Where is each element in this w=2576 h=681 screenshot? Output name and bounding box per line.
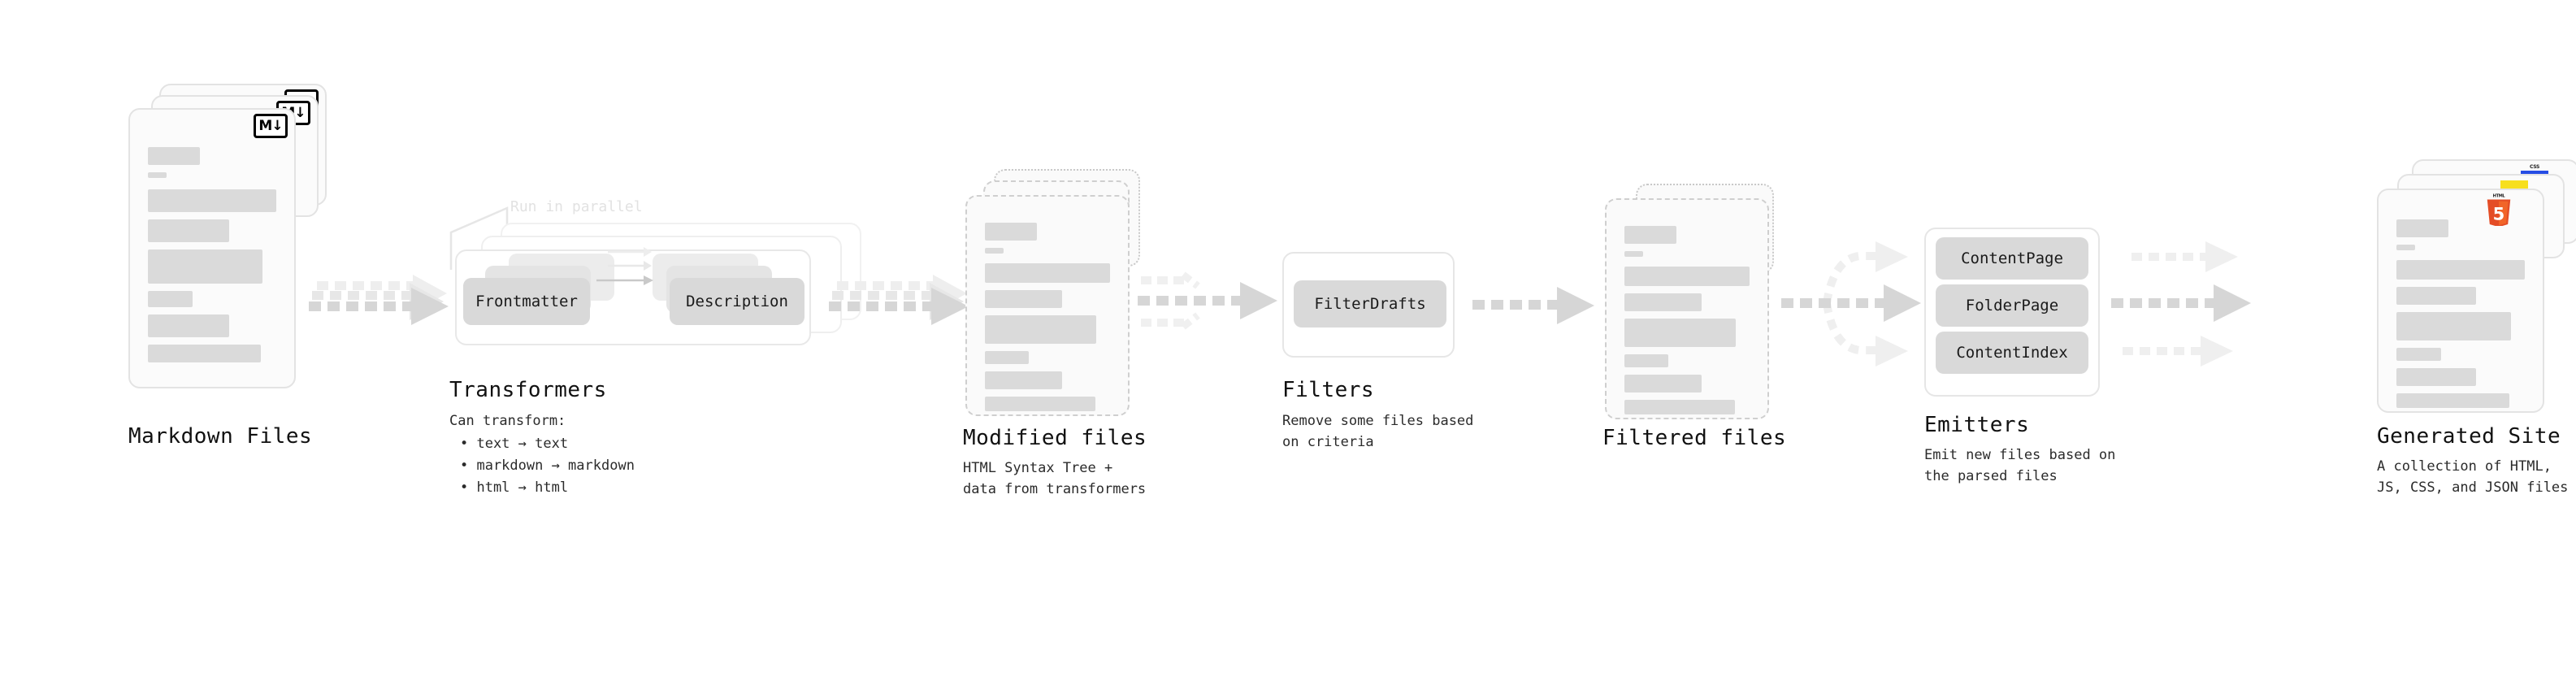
placeholder-bar [1624, 293, 1702, 311]
placeholder-bar [148, 219, 229, 242]
filtered-card-front [1605, 198, 1769, 419]
filtered-files-title: Filtered files [1602, 426, 1787, 450]
arrow-emitters-to-site [2111, 241, 2251, 367]
placeholder-bar [1624, 226, 1676, 244]
markdown-card-front [128, 108, 296, 388]
placeholder-bar [2396, 348, 2442, 361]
arrow-transformers-to-modified [829, 275, 969, 325]
modified-files-title: Modified files [963, 426, 1147, 450]
svg-text:5: 5 [2493, 204, 2505, 224]
placeholder-bar [985, 371, 1063, 389]
placeholder-bar [2396, 368, 2476, 386]
placeholder-bar [1624, 251, 1643, 257]
placeholder-bar [1624, 375, 1702, 393]
transformers-desc-head: Can transform: [449, 413, 566, 429]
arrow-modified-to-filters [1138, 271, 1277, 330]
filtered-placeholder-lines [1624, 226, 1750, 422]
filters-desc: Remove some files based on criteria [1282, 413, 1474, 451]
modified-card-front [965, 195, 1130, 416]
transformers-desc-item-1: • markdown → markdown [460, 458, 635, 474]
placeholder-bar [985, 223, 1037, 241]
emitters-desc: Emit new files based on the parsed files [1924, 447, 2116, 485]
placeholder-bar [148, 345, 262, 362]
placeholder-bar [2396, 219, 2448, 237]
placeholder-bar [985, 248, 1004, 254]
markdown-files-title: Markdown Files [128, 424, 313, 449]
transformer-inner-arrows [596, 247, 653, 285]
arrow-filtered-to-emitters [1781, 241, 1921, 367]
transformers-desc-item-2: • html → html [460, 479, 569, 496]
css-badge-label: CSS [2530, 164, 2539, 170]
css-badge-bar [2521, 171, 2548, 174]
transformer-chip-frontmatter[interactable]: Frontmatter [463, 278, 590, 325]
emitter-chip-contentpage[interactable]: ContentPage [1936, 237, 2088, 280]
run-in-parallel-bracket [449, 206, 509, 270]
placeholder-bar [1624, 400, 1735, 414]
placeholder-bar [985, 397, 1095, 411]
placeholder-bar [985, 351, 1029, 364]
css-badge: CSS [2521, 163, 2548, 174]
site-card-front [2377, 189, 2544, 413]
generated-site-desc: A collection of HTML, JS, CSS, and JSON … [2377, 458, 2569, 497]
arrow-filters-to-filtered [1472, 287, 1594, 324]
markdown-badge-front: M↓ [254, 114, 288, 138]
emitter-chip-contentindex[interactable]: ContentIndex [1936, 332, 2088, 374]
placeholder-bar [148, 172, 167, 178]
filters-title: Filters [1282, 378, 1375, 402]
emitters-title: Emitters [1924, 413, 2030, 437]
placeholder-bar [985, 315, 1097, 344]
svg-text:HTML: HTML [2493, 193, 2506, 198]
modified-placeholder-lines [985, 223, 1110, 419]
placeholder-bar [148, 291, 193, 307]
placeholder-bar [1624, 319, 1737, 347]
arrow-markdown-to-transformers [309, 275, 449, 325]
emitter-chip-folderpage[interactable]: FolderPage [1936, 284, 2088, 327]
placeholder-bar [2396, 393, 2510, 408]
placeholder-bar [148, 314, 229, 337]
placeholder-bar [2396, 245, 2415, 250]
transformer-chip-description[interactable]: Description [670, 278, 804, 325]
filter-chip-filterdrafts[interactable]: FilterDrafts [1294, 280, 1446, 327]
transformers-title: Transformers [449, 378, 607, 402]
placeholder-bar [2396, 312, 2511, 340]
placeholder-bar [2396, 287, 2476, 305]
site-placeholder-lines [2396, 219, 2525, 415]
transformers-desc-item-0: • text → text [460, 436, 569, 452]
placeholder-bar [148, 147, 200, 165]
generated-site-title: Generated Site [2377, 424, 2561, 449]
placeholder-bar [148, 189, 276, 212]
html5-badge: HTML 5 [2487, 193, 2511, 226]
placeholder-bar [2396, 260, 2525, 280]
placeholder-bar [148, 249, 262, 284]
run-in-parallel-label: Run in parallel [510, 198, 643, 215]
placeholder-bar [1624, 267, 1750, 286]
modified-files-desc: HTML Syntax Tree + data from transformer… [963, 460, 1147, 498]
placeholder-bar [1624, 354, 1668, 367]
placeholder-bar [985, 263, 1110, 283]
markdown-placeholder-lines [148, 147, 276, 370]
placeholder-bar [985, 290, 1063, 308]
